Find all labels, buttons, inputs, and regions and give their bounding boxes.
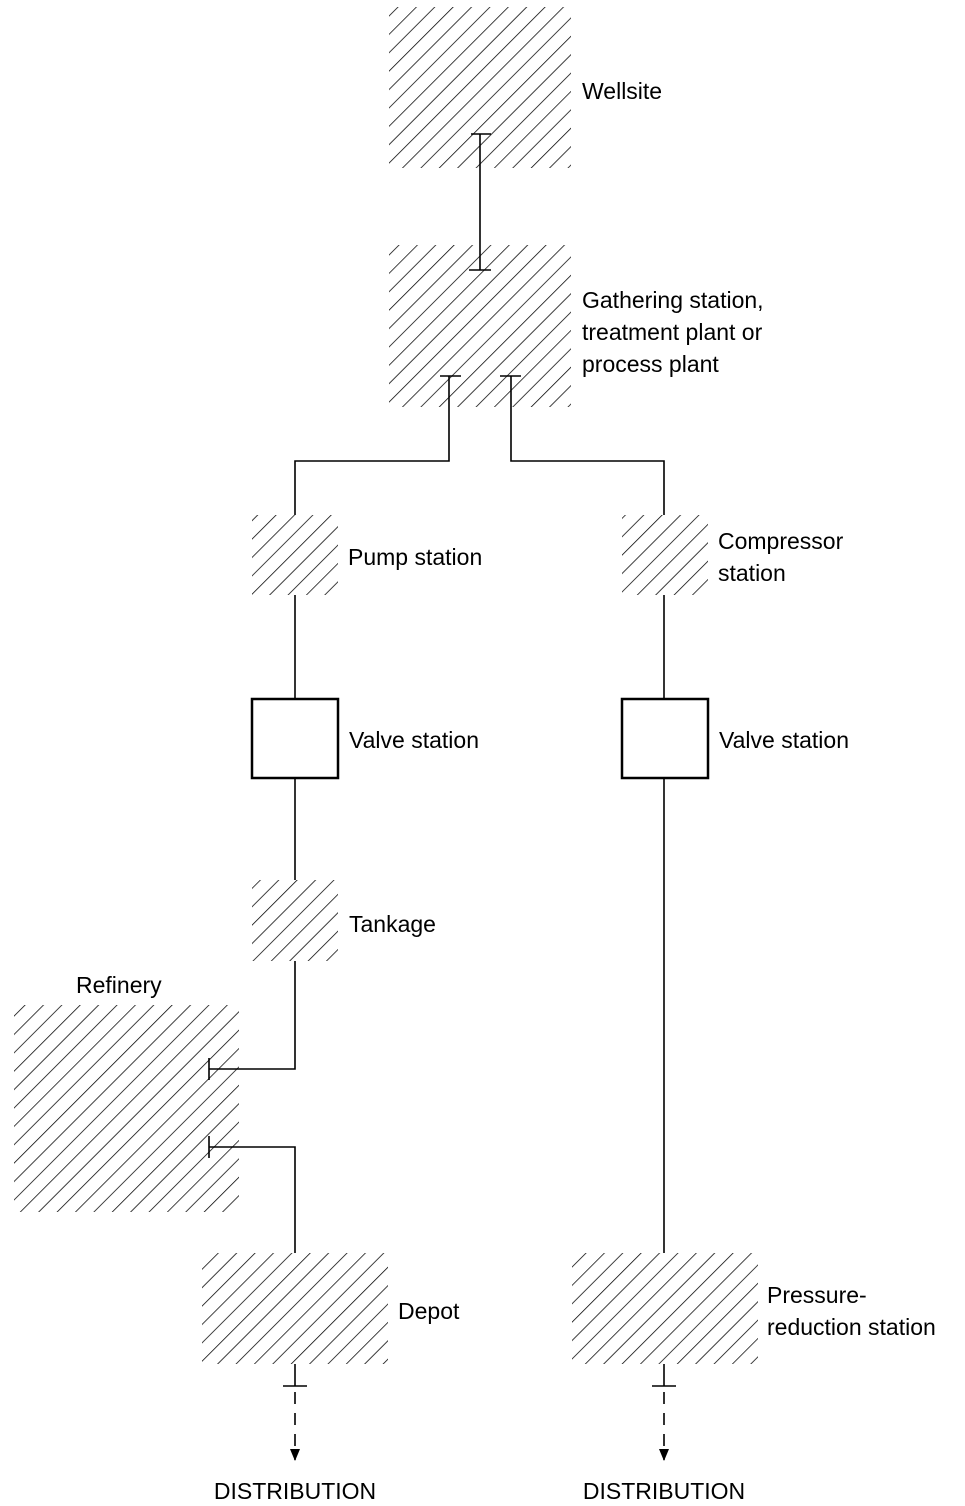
depot-block bbox=[202, 1253, 388, 1364]
distribution-left-label: DISTRIBUTION bbox=[214, 1478, 376, 1504]
tankage-to-refinery-connector bbox=[208, 961, 296, 1080]
depot-label: Depot bbox=[398, 1298, 460, 1324]
valve-station-right-label: Valve station bbox=[719, 727, 849, 753]
depot-to-refinery-connector bbox=[208, 1136, 296, 1253]
compressor-station-label: Compressor station bbox=[718, 528, 850, 586]
pump-station-label: Pump station bbox=[348, 544, 482, 570]
valve-station-right-box bbox=[620, 697, 710, 780]
pump-station-block bbox=[252, 515, 338, 595]
tankage-label: Tankage bbox=[349, 911, 436, 937]
compressor-station-block bbox=[622, 515, 708, 595]
valve-station-left-box bbox=[250, 697, 340, 780]
refinery-block bbox=[14, 1005, 239, 1212]
gathering-station-label: Gathering station, treatment plant or pr… bbox=[582, 287, 770, 377]
valve-station-left-label: Valve station bbox=[349, 727, 479, 753]
gathering-to-pump-connector bbox=[294, 375, 461, 515]
wellsite-gathering-connector bbox=[469, 133, 491, 271]
refinery-label: Refinery bbox=[76, 972, 162, 998]
gathering-to-compressor-connector bbox=[500, 375, 665, 515]
distribution-left-arrow bbox=[283, 1364, 307, 1461]
distribution-right-label: DISTRIBUTION bbox=[583, 1478, 745, 1504]
distribution-right-arrow bbox=[652, 1364, 676, 1461]
gathering-station-block bbox=[389, 245, 571, 407]
tankage-block bbox=[252, 880, 338, 961]
pressure-reduction-label: Pressure- reduction station bbox=[767, 1282, 936, 1340]
pressure-reduction-block bbox=[572, 1253, 758, 1364]
wellsite-label: Wellsite bbox=[582, 78, 662, 104]
